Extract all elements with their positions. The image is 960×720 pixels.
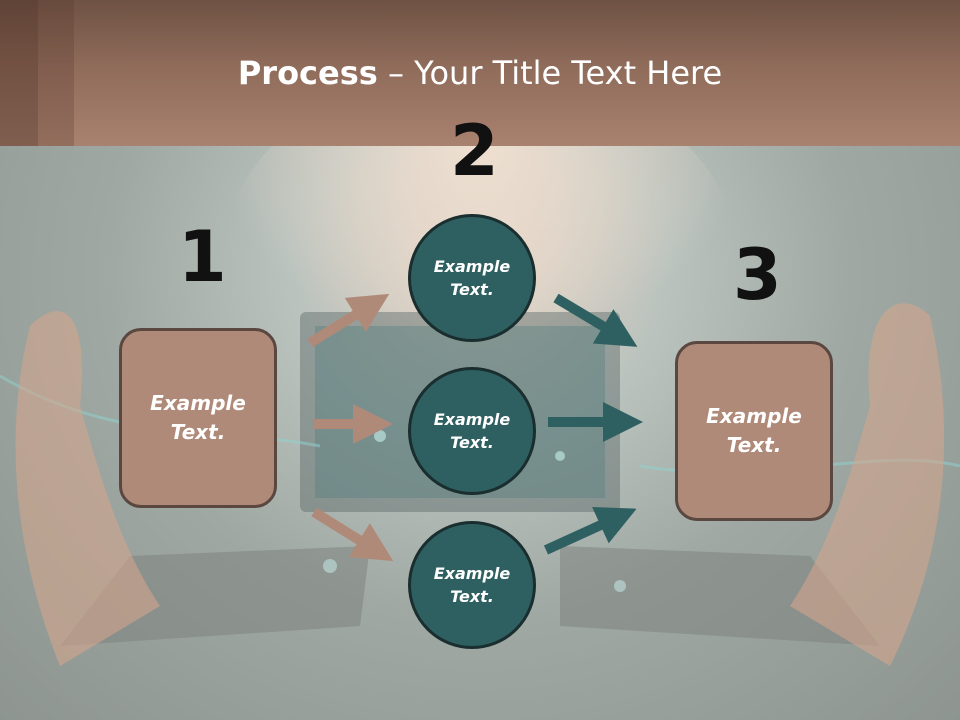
laptop-right [560, 546, 880, 646]
title-bar [0, 0, 960, 146]
title-rest: – Your Title Text Here [377, 54, 723, 92]
hand-left [15, 311, 160, 666]
step-2-label-top: Example Text. [433, 257, 511, 299]
title-bold: Process [237, 54, 378, 92]
step-3-label: Example Text. [706, 404, 802, 457]
step-3-box: Example Text. [675, 341, 833, 521]
slide-title: Process – Your Title Text Here [0, 54, 960, 92]
step-1-label: Example Text. [150, 391, 246, 444]
step-number-2: 2 [450, 110, 499, 192]
step-2-label-bottom: Example Text. [433, 564, 511, 606]
step-2-label-middle: Example Text. [433, 410, 511, 452]
title-bar-accent [38, 0, 74, 146]
arrow-icon [311, 507, 394, 562]
hand-right [790, 303, 945, 666]
arrow-icon [543, 507, 637, 555]
step-2-circle-top: Example Text. [408, 214, 536, 342]
step-number-1: 1 [178, 216, 227, 298]
title-bar-accent [0, 0, 38, 146]
step-2-circle-middle: Example Text. [408, 367, 536, 495]
step-number-3: 3 [733, 234, 782, 316]
step-1-box: Example Text. [119, 328, 277, 508]
step-2-circle-bottom: Example Text. [408, 521, 536, 649]
arrow-icon [307, 293, 390, 348]
arrow-icon [553, 293, 638, 347]
